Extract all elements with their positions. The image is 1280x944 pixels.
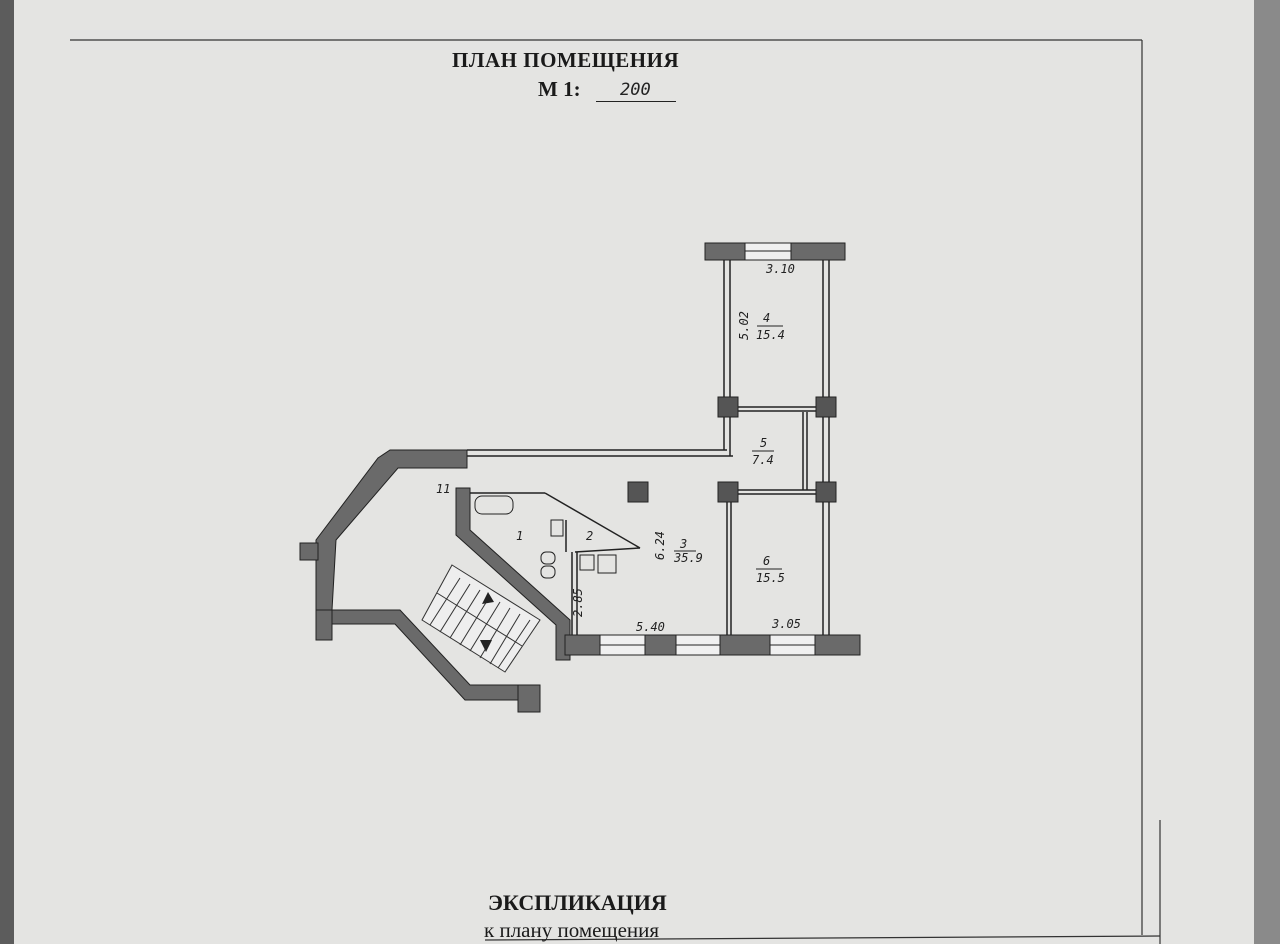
window-wall-bottom [564,634,861,656]
stair-label: 11 [436,482,450,496]
dimension-wall-segment: 2.85 [571,588,585,617]
scale-underline [596,101,676,102]
dimension-room4-length: 5.02 [737,311,751,340]
dimension-room6-width: 3.05 [771,617,801,631]
stair-arrow-icon [480,640,492,652]
interior-walls [467,260,830,635]
bathroom-fixtures [474,495,617,579]
staircase [421,564,541,673]
dimension-room3-width: 5.40 [636,620,665,634]
room-6-area: 15.5 [756,571,785,585]
room-6-number: 6 [763,554,770,568]
room-3-area: 35.9 [673,551,703,565]
room-3-number: 3 [679,537,687,551]
room-4-area: 15.4 [756,328,785,342]
explication-subtitle: к плану помещения [484,918,660,942]
room-5-area: 7.4 [752,453,774,467]
room-4-number: 4 [763,311,770,325]
sheet-frame [70,39,1161,944]
room-5-number: 5 [760,436,767,450]
dimension-room3-length: 6.24 [653,531,667,560]
scale-label: М 1: [538,77,581,101]
room-1-number: 1 [516,529,523,543]
dimension-room4-width: 3.10 [765,262,795,276]
page-title: ПЛАН ПОМЕЩЕНИЯ [452,48,680,72]
background-edge [1254,0,1280,944]
scale-value: 200 [620,80,651,100]
stair-arrow-icon [482,592,494,604]
window-wall-top [704,242,846,261]
staircase-walls [299,449,571,713]
room-2-number: 2 [586,529,593,543]
document-sheet [14,0,1254,944]
explication-title: ЭКСПЛИКАЦИЯ [488,890,667,915]
columns [627,396,837,503]
